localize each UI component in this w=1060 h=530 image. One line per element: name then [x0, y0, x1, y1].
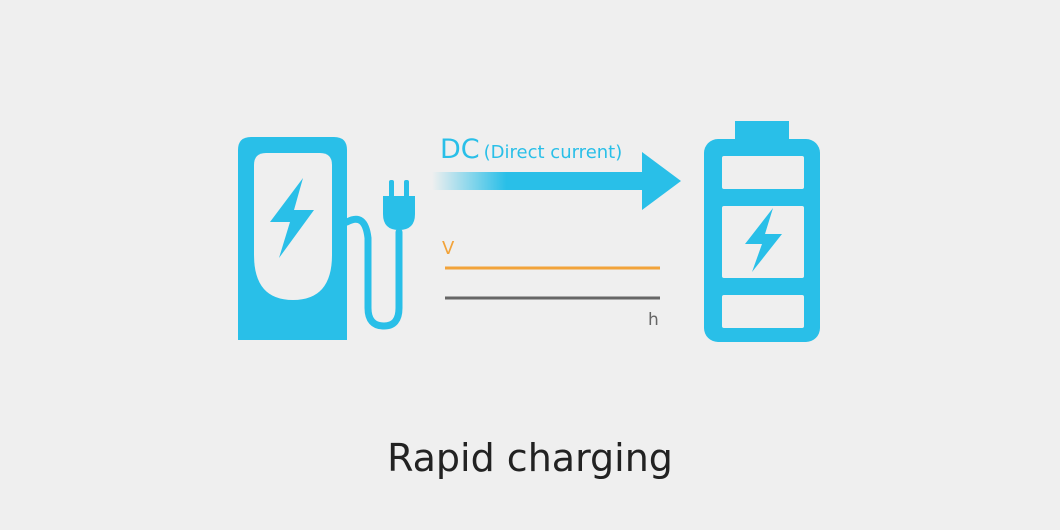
time-label: h — [648, 310, 659, 330]
plug-icon — [343, 180, 415, 330]
battery-icon — [704, 121, 820, 342]
charging-station-icon — [238, 137, 347, 340]
caption: Rapid charging — [387, 436, 673, 480]
dc-label-sub: (Direct current) — [483, 142, 623, 163]
dc-label: DC(Direct current) — [440, 134, 622, 165]
arrow-icon — [432, 152, 681, 210]
voltage-label: V — [442, 238, 455, 259]
dc-label-main: DC — [440, 134, 480, 165]
lightning-bolt-icon — [745, 208, 782, 272]
lightning-bolt-icon — [270, 178, 314, 258]
